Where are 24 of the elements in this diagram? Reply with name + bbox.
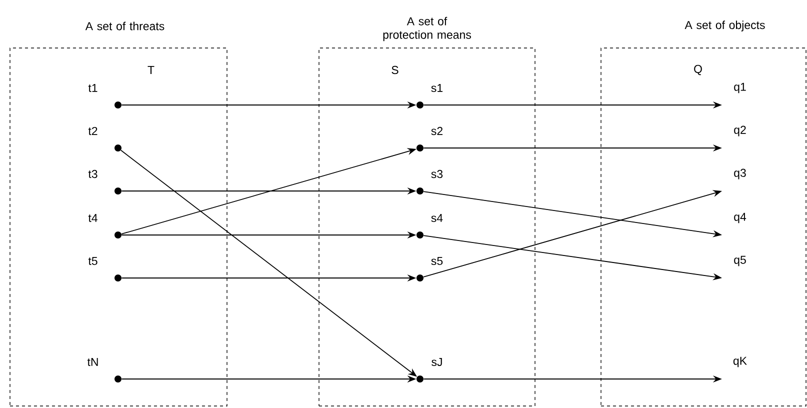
set-letter: Q (694, 64, 702, 76)
point-label: tN (87, 358, 98, 366)
set-heading: A set of threats (85, 22, 164, 30)
point-label: qK (733, 356, 747, 368)
set-letter: S (392, 66, 398, 74)
point-label: q4 (734, 212, 746, 224)
point-label: sJ (432, 358, 442, 366)
point-label: s2 (431, 126, 442, 136)
point-label: q5 (734, 256, 746, 266)
set-heading: A set of objects (684, 20, 765, 32)
point-label: t4 (88, 214, 98, 222)
point-label: t1 (88, 84, 98, 92)
point-label: s3 (431, 170, 443, 178)
point-label: t5 (88, 257, 98, 266)
set-heading: A set of protection means (383, 16, 471, 42)
point-label: s4 (431, 214, 443, 222)
point-label: q3 (734, 168, 746, 180)
point-label: t2 (88, 126, 98, 136)
point-label: q1 (734, 82, 746, 94)
set-letter: T (148, 66, 154, 74)
point-label: s5 (431, 257, 443, 266)
point-label: t3 (88, 170, 98, 178)
point-label: s1 (431, 84, 443, 92)
point-label: q2 (734, 126, 746, 136)
